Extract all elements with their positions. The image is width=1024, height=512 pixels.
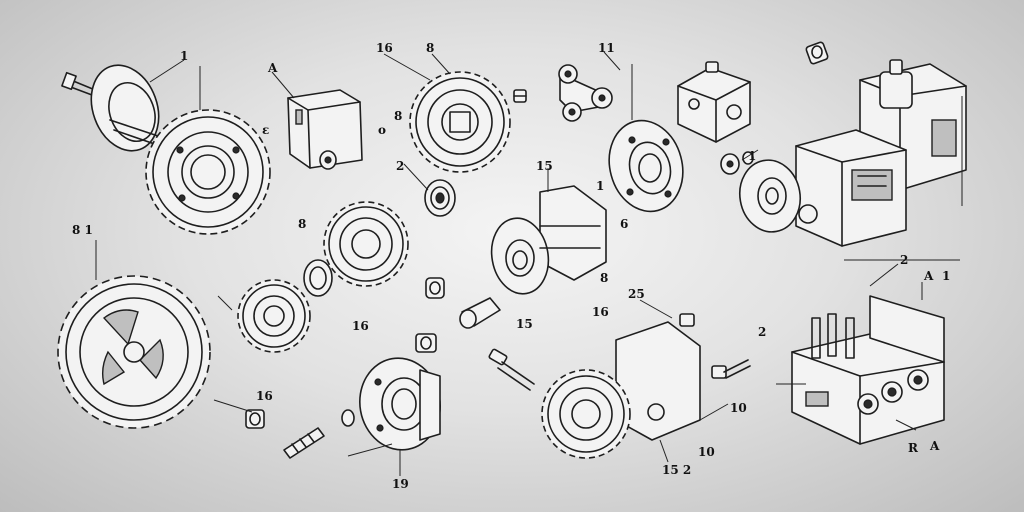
- callout-label: A: [930, 439, 940, 453]
- small-nut-left: [245, 409, 265, 429]
- cube-housing: [677, 61, 751, 143]
- callout-label: 16: [376, 41, 393, 55]
- callout-label: 11: [598, 41, 615, 55]
- callout-label: 1: [942, 269, 951, 283]
- callout-label: 8: [394, 109, 403, 123]
- leader-lines: [95, 51, 963, 476]
- gear-drive-unit: [541, 321, 701, 459]
- callout-label: 15: [536, 159, 553, 173]
- callout-label: 10: [730, 401, 747, 415]
- callout-label: 25: [628, 287, 645, 301]
- spur-gear-top: [409, 71, 511, 173]
- callout-label: 8: [600, 271, 609, 285]
- callout-label: 19: [392, 477, 409, 491]
- bushing-top-right: [805, 41, 829, 65]
- callout-label: o: [378, 123, 387, 137]
- callout-label: A: [924, 269, 934, 283]
- callout-label: 1: [748, 149, 757, 163]
- callout-label: 16: [256, 389, 273, 403]
- small-nut-top: [513, 89, 527, 103]
- tiny-ring: [341, 409, 355, 427]
- flange-disc: [608, 119, 684, 213]
- shaft-coupling: [490, 185, 607, 295]
- linkage-arm: [558, 64, 613, 122]
- callout-label: 10: [698, 445, 715, 459]
- valve-block: [791, 295, 945, 445]
- large-gear-2: [57, 275, 211, 429]
- callout-label: 2: [396, 159, 405, 173]
- screw-1: [488, 348, 535, 391]
- spur-gear-middle: [323, 201, 409, 287]
- spur-gear-small: [237, 279, 311, 353]
- callout-label: 8: [426, 41, 435, 55]
- callout-label: ε: [262, 123, 270, 137]
- callout-label: 15 2: [662, 463, 692, 477]
- threaded-rod: [283, 427, 325, 459]
- callout-label: 2: [758, 325, 767, 339]
- small-washer-right: [720, 151, 754, 175]
- screw-2: [679, 313, 751, 379]
- callout-label: 1: [180, 49, 189, 63]
- callout-label: R: [908, 441, 918, 455]
- callout-label: 1: [596, 179, 605, 193]
- flanged-hub: [359, 357, 441, 451]
- callout-label: 8: [298, 217, 307, 231]
- bearing-bracket: [287, 89, 363, 170]
- callout-label: 8 1: [72, 223, 93, 237]
- callout-label: 15: [516, 317, 533, 331]
- callout-label: 2: [900, 253, 909, 267]
- bearing-ring-1: [424, 179, 456, 217]
- bearing-ring-2: [303, 259, 333, 297]
- large-gear-1: [145, 109, 271, 235]
- callout-label: 16: [352, 319, 369, 333]
- gearbox-motor-assembly: [795, 59, 967, 247]
- callout-label: 6: [620, 217, 629, 231]
- callout-label: 16: [592, 305, 609, 319]
- callout-label: A: [268, 61, 278, 75]
- small-nut-middle: [415, 333, 437, 353]
- motor-flange: [739, 159, 801, 233]
- bushing-pair: [425, 277, 501, 329]
